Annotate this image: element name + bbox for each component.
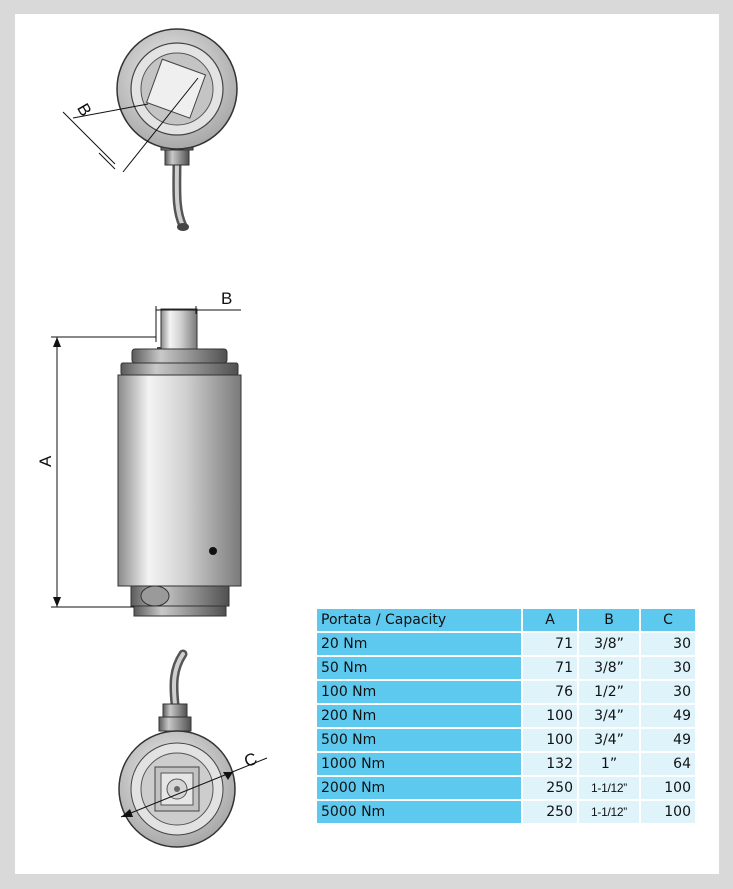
cell-b: 1-1/12” <box>579 801 639 823</box>
product-sheet: B B A <box>15 14 719 874</box>
cell-b: 3/4” <box>579 705 639 727</box>
cell-a: 250 <box>523 777 577 799</box>
cell-c: 64 <box>641 753 695 775</box>
cell-a: 250 <box>523 801 577 823</box>
capacity-table: Portata / Capacity A B C 20 Nm 71 3/8” 3… <box>315 607 697 825</box>
table-row: 500 Nm 100 3/4” 49 <box>317 729 695 751</box>
header-b: B <box>579 609 639 631</box>
cell-a: 71 <box>523 633 577 655</box>
cell-c: 30 <box>641 657 695 679</box>
header-c: C <box>641 609 695 631</box>
cell-capacity: 20 Nm <box>317 633 521 655</box>
side-height-label: A <box>36 455 55 467</box>
cell-c: 100 <box>641 801 695 823</box>
cell-b: 3/8” <box>579 657 639 679</box>
cell-capacity: 5000 Nm <box>317 801 521 823</box>
table-row: 1000 Nm 132 1” 64 <box>317 753 695 775</box>
top-view-drawing <box>62 28 238 231</box>
cell-c: 49 <box>641 729 695 751</box>
header-a: A <box>523 609 577 631</box>
table-row: 50 Nm 71 3/8” 30 <box>317 657 695 679</box>
table-row: 200 Nm 100 3/4” 49 <box>317 705 695 727</box>
cell-capacity: 500 Nm <box>317 729 521 751</box>
cell-capacity: 2000 Nm <box>317 777 521 799</box>
cell-c: 100 <box>641 777 695 799</box>
bottom-view-drawing <box>118 649 268 848</box>
cell-b: 1-1/12” <box>579 777 639 799</box>
cell-c: 49 <box>641 705 695 727</box>
cell-a: 71 <box>523 657 577 679</box>
side-view-drawing <box>51 306 242 617</box>
cell-b: 3/8” <box>579 633 639 655</box>
table-row: 2000 Nm 250 1-1/12” 100 <box>317 777 695 799</box>
cell-capacity: 200 Nm <box>317 705 521 727</box>
table-row: 5000 Nm 250 1-1/12” 100 <box>317 801 695 823</box>
cell-c: 30 <box>641 633 695 655</box>
header-capacity: Portata / Capacity <box>317 609 521 631</box>
technical-drawing: B B A <box>36 28 268 848</box>
bottom-dimension-label: C <box>242 749 260 771</box>
cell-a: 132 <box>523 753 577 775</box>
cell-capacity: 50 Nm <box>317 657 521 679</box>
table-header-row: Portata / Capacity A B C <box>317 609 695 631</box>
cell-c: 30 <box>641 681 695 703</box>
side-width-label: B <box>221 289 232 308</box>
cell-a: 76 <box>523 681 577 703</box>
cell-b: 1/2” <box>579 681 639 703</box>
cell-capacity: 100 Nm <box>317 681 521 703</box>
cell-a: 100 <box>523 729 577 751</box>
table-row: 100 Nm 76 1/2” 30 <box>317 681 695 703</box>
cell-b: 3/4” <box>579 729 639 751</box>
cell-b: 1” <box>579 753 639 775</box>
cell-capacity: 1000 Nm <box>317 753 521 775</box>
top-dimension-label: B <box>73 100 95 119</box>
table-row: 20 Nm 71 3/8” 30 <box>317 633 695 655</box>
cell-a: 100 <box>523 705 577 727</box>
